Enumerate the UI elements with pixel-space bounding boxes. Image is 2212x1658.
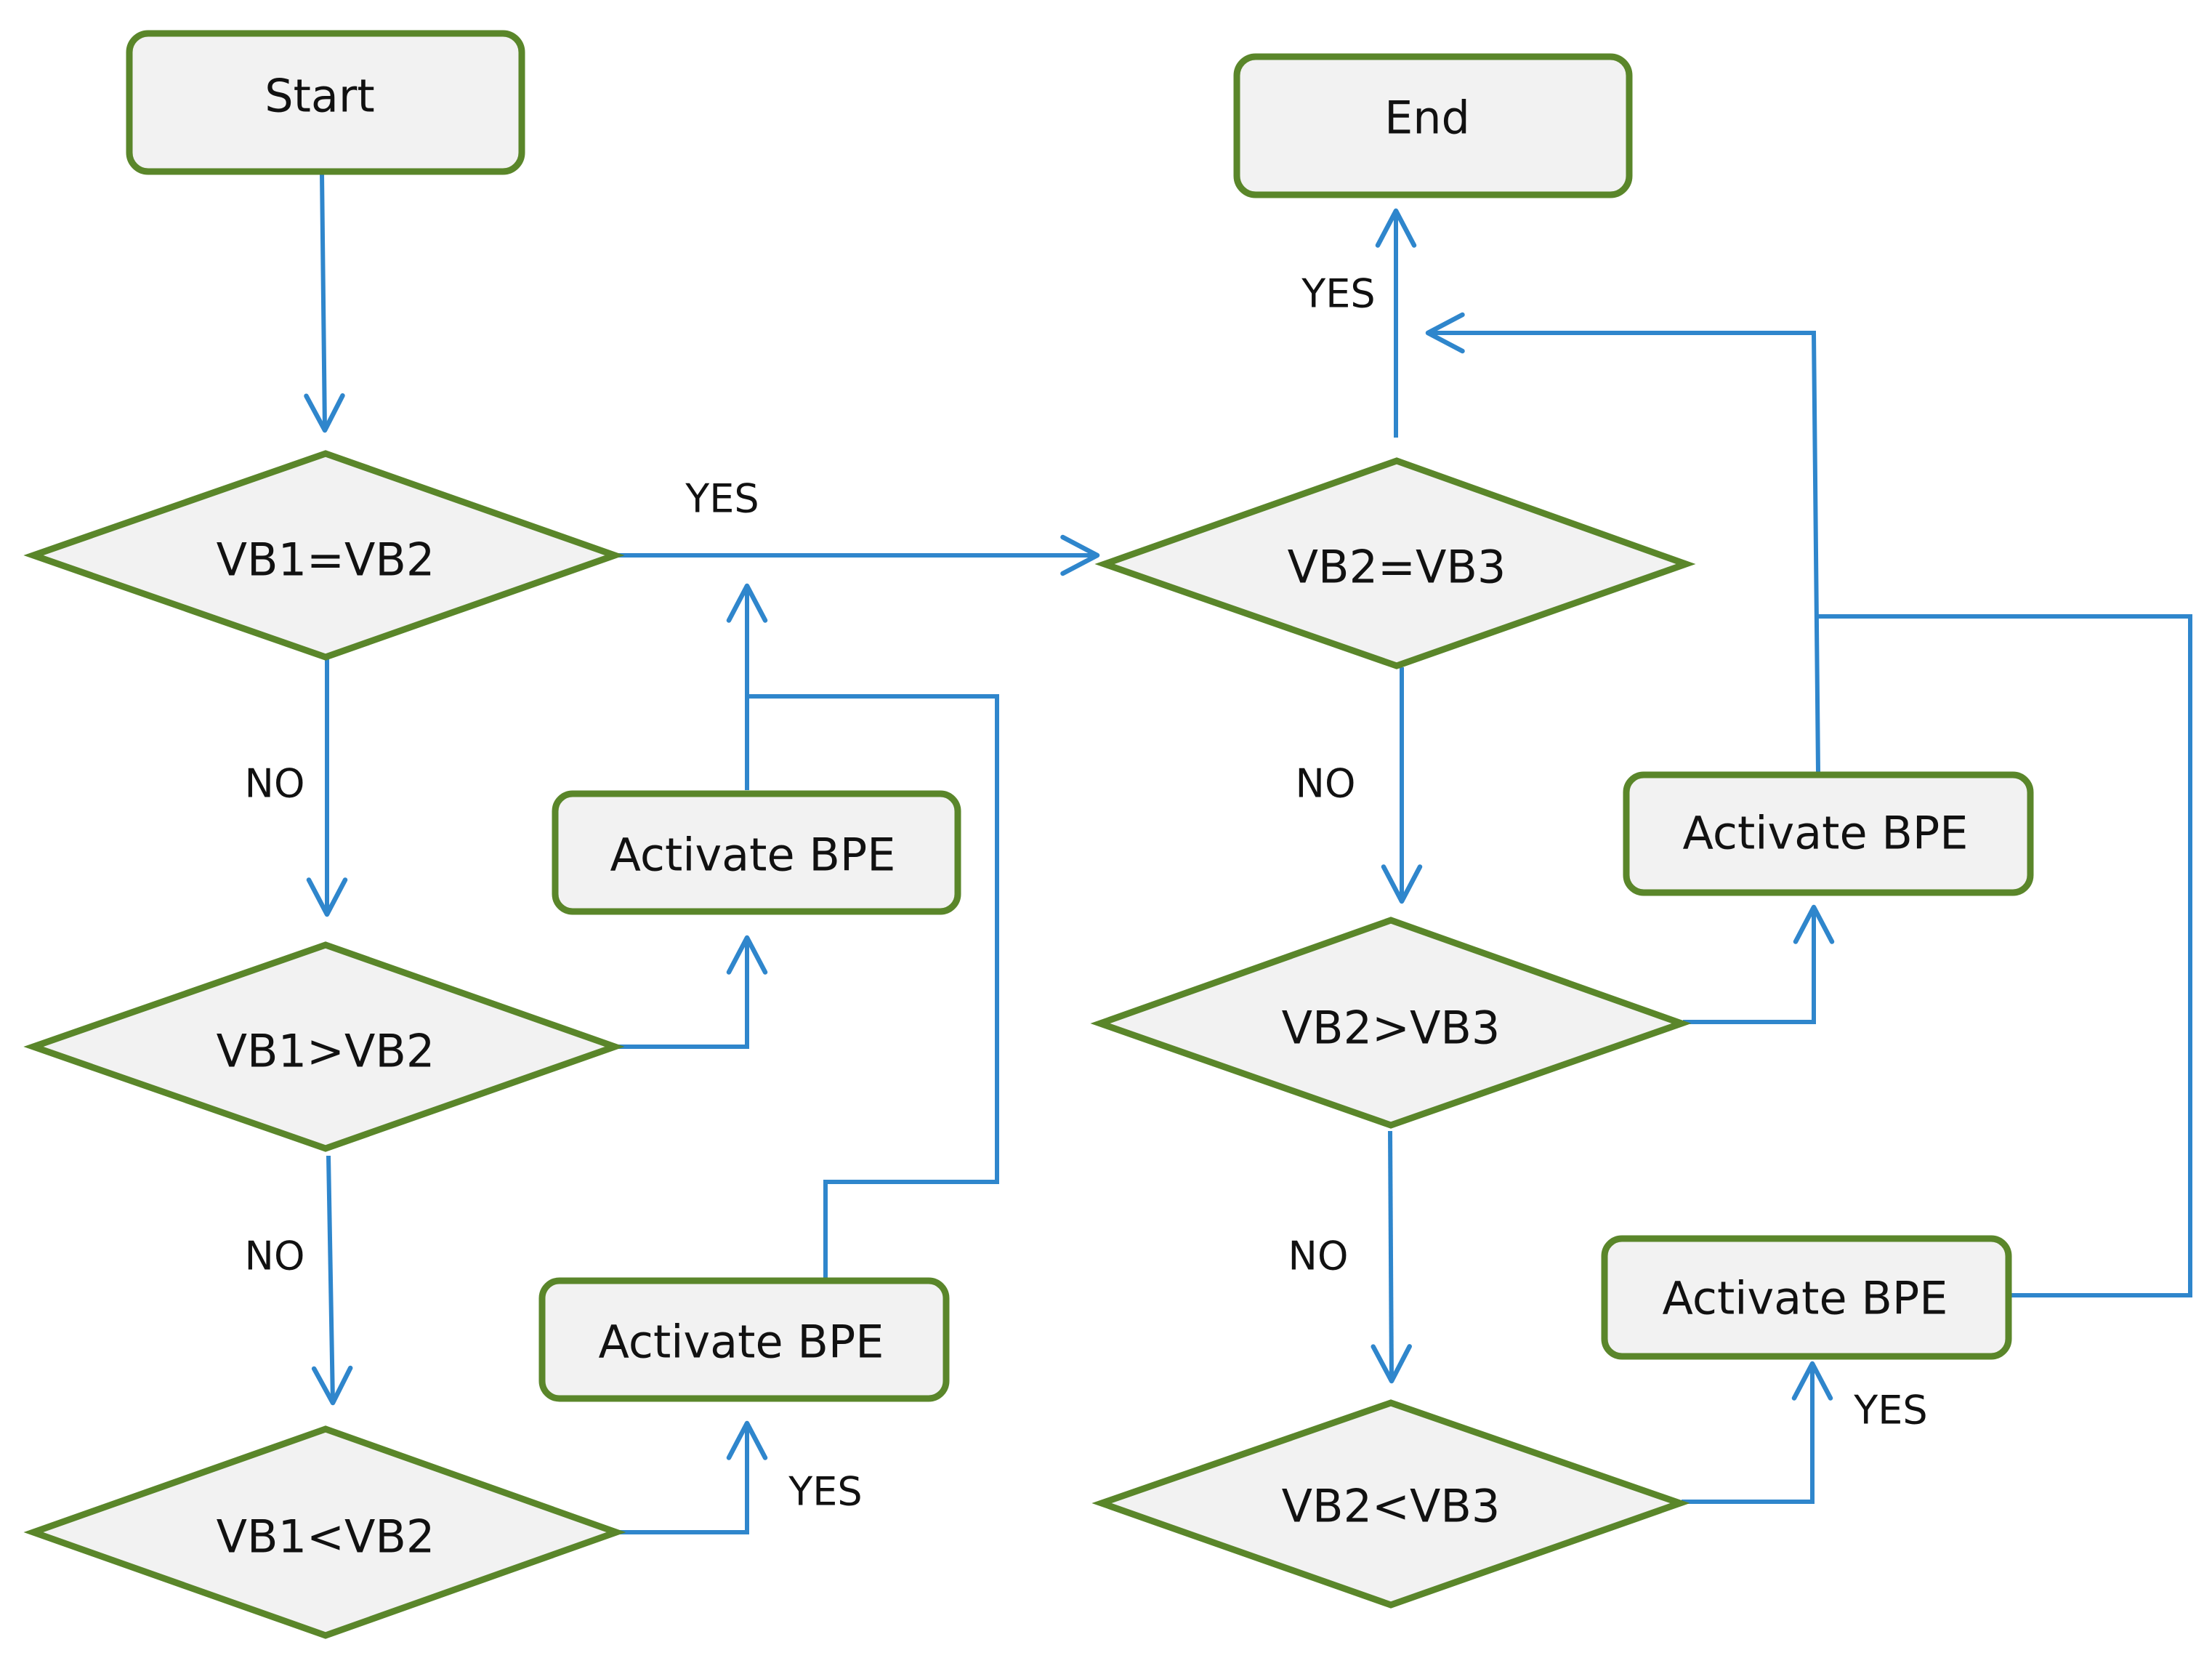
edge-bpe4-loop	[1817, 614, 2192, 1297]
start-node: Start	[126, 30, 525, 175]
edge-vb1-gt-vb2-to-bpe1	[617, 935, 768, 1049]
decision-label: VB1<VB2	[217, 1510, 435, 1564]
edge-bpe2-loop	[747, 694, 999, 1278]
end-node: End	[1233, 53, 1633, 198]
edge-label-yes: YES	[788, 1469, 862, 1515]
decision-label: VB1=VB2	[217, 534, 435, 587]
process-label: Activate BPE	[1683, 807, 1969, 860]
start-label: Start	[265, 70, 374, 123]
decision-label: VB2=VB3	[1288, 541, 1506, 594]
decision-vb2-lt-vb3: VB2<VB3	[1091, 1399, 1690, 1609]
decision-vb1-lt-vb2: VB1<VB2	[23, 1425, 626, 1639]
edge-label-no: NO	[1288, 1234, 1349, 1279]
edge-vb2-gt-vb3-to-bpe3	[1683, 904, 1835, 1024]
edge-vb2-gt-vb3-no	[1371, 1130, 1412, 1384]
connectors	[304, 172, 2192, 1534]
edge-start-to-vb1-eq-vb2	[304, 172, 345, 433]
edge-vb2-lt-vb3-yes	[1682, 1361, 1833, 1504]
process-activate-bpe-4: Activate BPE	[1601, 1235, 2012, 1360]
process-activate-bpe-2: Activate BPE	[538, 1277, 950, 1402]
decision-label: VB1>VB2	[217, 1025, 435, 1078]
edge-label-yes: YES	[1301, 271, 1375, 317]
process-label: Activate BPE	[1663, 1272, 1948, 1325]
edge-bpe3-to-end	[1425, 312, 1820, 773]
decision-vb1-eq-vb2: VB1=VB2	[23, 450, 625, 661]
decision-label: VB2<VB3	[1282, 1480, 1501, 1533]
edge-label-no: NO	[245, 761, 305, 807]
process-activate-bpe-3: Activate BPE	[1623, 771, 2034, 896]
process-label: Activate BPE	[610, 829, 896, 882]
decision-label: VB2>VB3	[1282, 1002, 1501, 1055]
edge-vb1-lt-vb2-yes	[618, 1420, 768, 1534]
edge-label-no: NO	[245, 1234, 305, 1279]
end-label: End	[1384, 92, 1470, 145]
decision-vb2-gt-vb3: VB2>VB3	[1090, 917, 1692, 1129]
process-activate-bpe-1: Activate BPE	[552, 790, 961, 915]
edge-labels: YES NO NO YES YES NO NO YES	[245, 271, 1928, 1515]
edge-label-no: NO	[1296, 761, 1356, 807]
decision-vb2-eq-vb3: VB2=VB3	[1094, 457, 1696, 669]
edge-label-yes: YES	[1853, 1388, 1927, 1433]
edge-vb1-gt-vb2-no	[311, 1155, 353, 1406]
nodes: Start End VB1=VB2 VB1>VB2 VB1<VB2 VB2=VB…	[23, 30, 2034, 1639]
process-label: Activate BPE	[599, 1316, 884, 1369]
edge-label-yes: YES	[685, 476, 759, 522]
decision-vb1-gt-vb2: VB1>VB2	[23, 941, 625, 1152]
